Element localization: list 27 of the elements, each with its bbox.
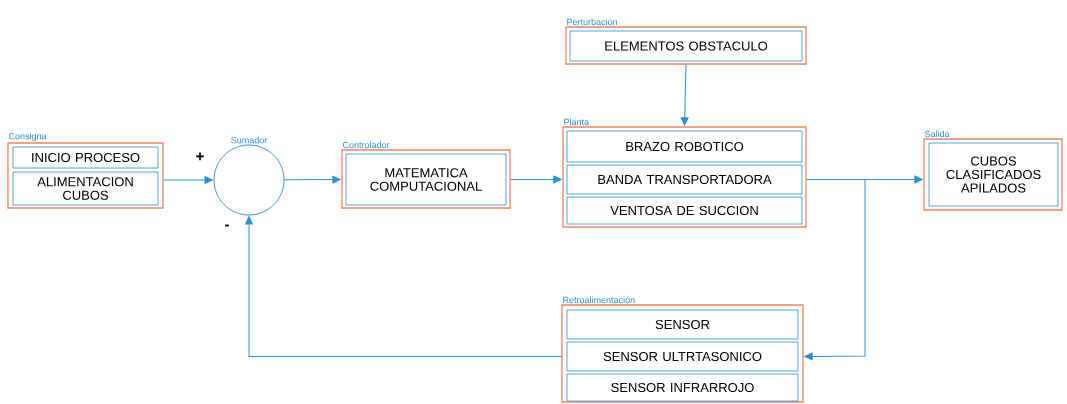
process-box: BRAZO ROBOTICO bbox=[566, 130, 803, 163]
process-box: MATEMATICA COMPUTACIONAL bbox=[345, 153, 507, 206]
process-box: SENSOR bbox=[566, 309, 799, 340]
summing-junction: Sumador bbox=[213, 136, 285, 216]
arrow bbox=[680, 64, 689, 126]
process-box: VENTOSA DE SUCCION bbox=[566, 196, 803, 225]
process-box: ELEMENTOS OBSTACULO bbox=[569, 30, 803, 62]
arrow bbox=[283, 175, 341, 184]
node-label: Consigna bbox=[9, 132, 47, 142]
sign-label: - bbox=[225, 224, 229, 227]
node-label: Salida bbox=[924, 130, 950, 138]
arrow bbox=[510, 175, 562, 184]
process-box: BANDA TRANSPORTADORA bbox=[566, 164, 803, 195]
process-box: INICIO PROCESO bbox=[12, 146, 159, 169]
node-label: Planta bbox=[564, 118, 590, 126]
arrow bbox=[804, 179, 866, 361]
arrow bbox=[245, 216, 562, 357]
process-box: SENSOR INFRARROJO bbox=[566, 373, 799, 402]
arrow bbox=[163, 176, 213, 184]
node-label: Perturbación bbox=[567, 18, 617, 26]
node-label: Retroalimentación bbox=[563, 296, 635, 304]
process-box: SENSOR ULTRTASONICO bbox=[566, 341, 799, 372]
process-box: ALIMENTACION CUBOS bbox=[12, 171, 159, 206]
process-box: CUBOS CLASIFICADOS APILADOS bbox=[928, 142, 1059, 207]
sign-label: + bbox=[196, 152, 204, 161]
node-label: Sumador bbox=[231, 136, 268, 144]
node-label: Controlador bbox=[343, 141, 390, 149]
